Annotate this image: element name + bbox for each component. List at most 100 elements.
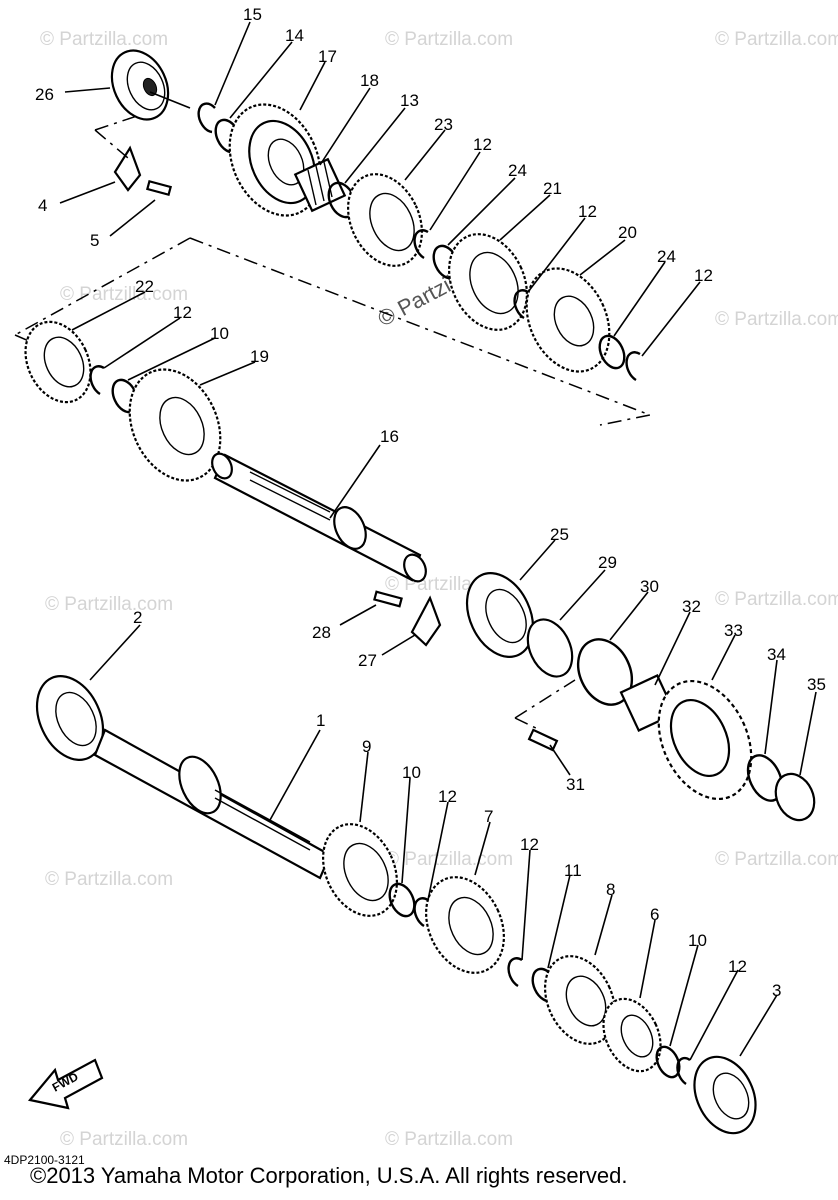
copyright-notice: ©2013 Yamaha Motor Corporation, U.S.A. A… xyxy=(30,1163,628,1188)
callout-18: 18 xyxy=(360,71,379,90)
part-34-lock-washer xyxy=(746,754,784,802)
callout-23: 23 xyxy=(434,115,453,134)
callout-9: 9 xyxy=(362,737,371,756)
part-6-gear xyxy=(602,997,662,1073)
callout-30: 30 xyxy=(640,577,659,596)
watermark: © Partzilla.com xyxy=(385,29,513,50)
part-18-needle-bearing xyxy=(293,157,347,213)
part-1-shaft xyxy=(93,728,332,880)
part-29-oil-seal xyxy=(526,618,574,678)
watermark: © Partzilla.com xyxy=(715,29,838,50)
callout-16: 16 xyxy=(380,427,399,446)
part-10-washer xyxy=(655,1045,681,1079)
part-12-circlip xyxy=(625,351,641,382)
callout-34: 34 xyxy=(767,645,786,664)
part-16-shaft xyxy=(211,452,427,583)
callout-12: 12 xyxy=(438,787,457,806)
fwd-arrow-icon: FWD xyxy=(27,1058,104,1110)
part-5-screw xyxy=(109,179,173,237)
callout-10: 10 xyxy=(402,763,421,782)
part-12-circlip xyxy=(413,229,429,260)
part-15-circlip xyxy=(197,102,216,134)
callout-25: 25 xyxy=(550,525,569,544)
gasket-dashline xyxy=(514,679,576,731)
part-24-washer xyxy=(598,334,626,370)
callout-2: 2 xyxy=(133,608,142,627)
callout-28: 28 xyxy=(312,623,331,642)
leader-lines xyxy=(64,21,817,1061)
callout-14: 14 xyxy=(285,26,304,45)
callout-11: 11 xyxy=(564,861,582,880)
part-20-gear xyxy=(525,267,611,373)
callout-1: 1 xyxy=(316,711,325,730)
callout-19: 19 xyxy=(250,347,269,366)
part-12-circlip xyxy=(413,897,429,928)
callout-13: 13 xyxy=(400,91,419,110)
part-30-gasket xyxy=(576,638,634,706)
callout-24: 24 xyxy=(508,161,527,180)
part-28-screw xyxy=(373,590,403,608)
part-26-bearing xyxy=(110,49,191,121)
callout-8: 8 xyxy=(606,880,615,899)
part-12-circlip xyxy=(676,1056,691,1085)
callout-12: 12 xyxy=(173,303,192,322)
callout-31: 31 xyxy=(566,775,585,794)
part-17-gear xyxy=(228,103,322,217)
callout-3: 3 xyxy=(772,981,781,1000)
callout-21: 21 xyxy=(543,179,562,198)
callout-15: 15 xyxy=(243,5,262,24)
part-31-bolt xyxy=(527,728,559,752)
watermark: © Partzilla.com xyxy=(60,1129,188,1150)
part-9-gear xyxy=(322,823,398,917)
part-21-gear xyxy=(448,233,528,331)
part-25-bearing xyxy=(465,572,535,658)
callout-27: 27 xyxy=(358,651,377,670)
part-2-bearing xyxy=(35,675,105,761)
part-4-plate xyxy=(59,145,142,204)
callout-33: 33 xyxy=(724,621,743,640)
callout-10: 10 xyxy=(210,324,229,343)
callout-24: 24 xyxy=(657,247,676,266)
callout-10: 10 xyxy=(688,931,707,950)
part-22-gear xyxy=(24,320,92,404)
callout-6: 6 xyxy=(650,905,659,924)
callout-4: 4 xyxy=(38,196,47,215)
watermark: © Partzilla.com xyxy=(715,849,838,870)
watermark: © Partzilla.com xyxy=(45,869,173,890)
watermark: © Partzilla.com xyxy=(715,589,838,610)
watermark: © Partzilla.com xyxy=(715,309,838,330)
callout-29: 29 xyxy=(598,553,617,572)
part-12-circlip xyxy=(89,365,105,396)
part-3-bearing xyxy=(693,1055,757,1135)
part-33-sprocket xyxy=(657,679,753,801)
part-8-gear xyxy=(543,955,617,1045)
part-35-nut xyxy=(774,772,816,822)
callout-32: 32 xyxy=(682,597,701,616)
watermark: © Partzilla.com xyxy=(45,594,173,615)
part-7-gear xyxy=(425,876,505,974)
assembly-dashline xyxy=(94,114,141,159)
callout-26: 26 xyxy=(35,85,54,104)
callout-12: 12 xyxy=(473,135,492,154)
callout-7: 7 xyxy=(484,807,493,826)
part-12-circlip xyxy=(507,957,523,988)
callout-12: 12 xyxy=(520,835,539,854)
diagram-code: 4DP2100-3121 xyxy=(4,1153,85,1167)
watermark: © Partzilla.com xyxy=(385,1129,513,1150)
callout-12: 12 xyxy=(578,202,597,221)
watermarks: © Partzilla.com © Partzilla.com © Partzi… xyxy=(40,29,838,1150)
callout-17: 17 xyxy=(318,47,337,66)
callout-20: 20 xyxy=(618,223,637,242)
callout-labels: 15 14 17 18 13 23 12 24 21 12 20 24 12 2… xyxy=(35,5,826,1000)
part-19-gear xyxy=(128,368,222,482)
part-12-circlip xyxy=(513,289,529,320)
callout-35: 35 xyxy=(807,675,826,694)
watermark: © Partzilla.com xyxy=(40,29,168,50)
part-23-gear xyxy=(347,173,423,267)
part-27-plate xyxy=(410,595,442,647)
part-10-washer xyxy=(388,882,416,918)
callout-22: 22 xyxy=(135,277,154,296)
callout-12: 12 xyxy=(728,957,747,976)
callout-5: 5 xyxy=(90,231,99,250)
